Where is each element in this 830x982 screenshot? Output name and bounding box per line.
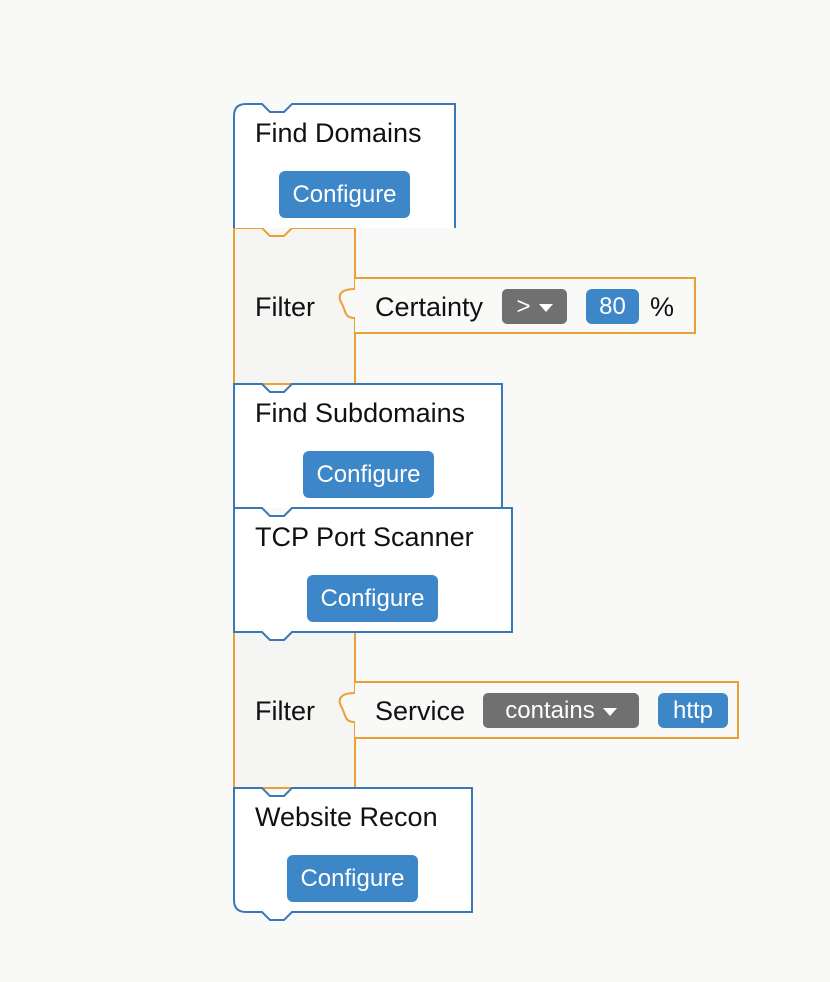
module-title: Find Domains (255, 118, 422, 148)
module-title: Website Recon (255, 802, 438, 832)
module-block-3-outline (233, 507, 513, 641)
filter-value-input[interactable]: http (658, 693, 728, 728)
module-block-2-outline (233, 383, 503, 508)
filter-field-label: Certainty (375, 292, 484, 322)
filter-title: Filter (255, 292, 315, 322)
operator-dropdown[interactable]: contains (483, 693, 639, 728)
filter-unit-label: % (650, 292, 675, 322)
filter-field-label: Service (375, 696, 466, 726)
module-title: Find Subdomains (255, 398, 466, 428)
filter-value-input[interactable]: 80 (586, 289, 639, 324)
chevron-down-icon (538, 303, 553, 312)
configure-button[interactable]: Configure (279, 171, 410, 218)
configure-button[interactable]: Configure (307, 575, 438, 622)
module-title: TCP Port Scanner (255, 522, 474, 552)
chevron-down-icon (602, 707, 617, 716)
operator-dropdown[interactable]: > (502, 289, 567, 324)
operator-value: contains (505, 696, 595, 724)
filter-title: Filter (255, 696, 315, 726)
configure-button[interactable]: Configure (303, 451, 434, 498)
configure-button[interactable]: Configure (287, 855, 418, 902)
operator-value: > (516, 292, 531, 320)
